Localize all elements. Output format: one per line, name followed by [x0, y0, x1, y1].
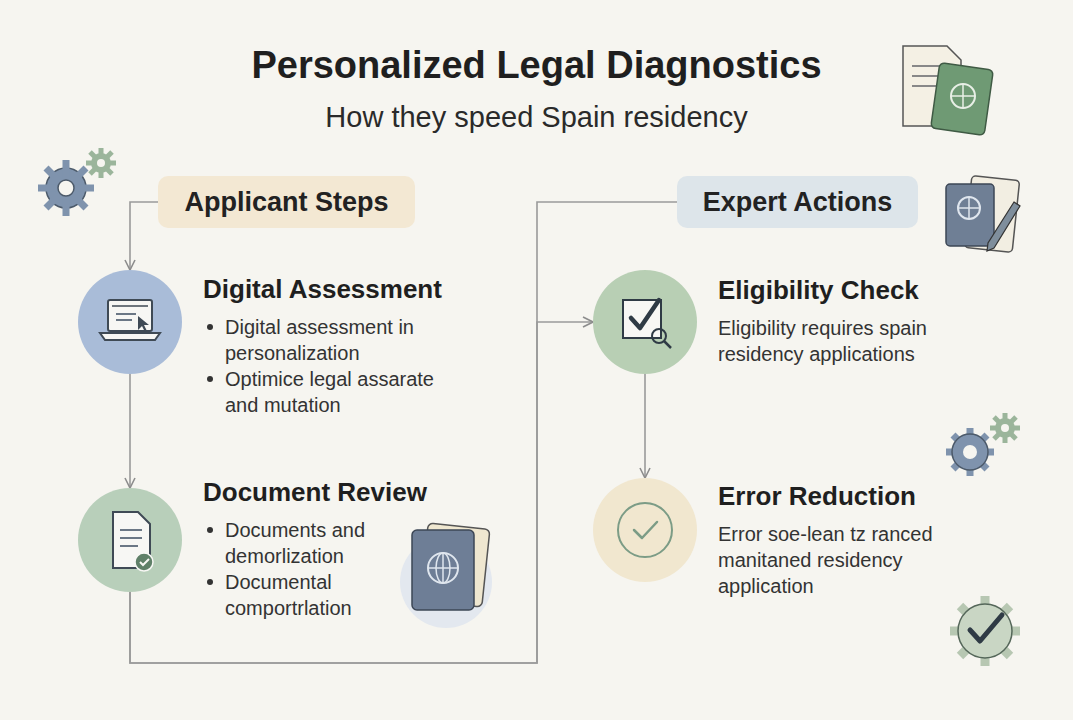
flow-connector: [130, 202, 158, 270]
document-icon: [903, 46, 993, 135]
section-heading: Applicant Steps: [184, 187, 388, 218]
gear-icon: [86, 148, 116, 178]
diagram-title: Personalized Legal Diagnostics: [0, 44, 1073, 87]
bullet-item: Digital assessment in personalization: [203, 314, 468, 366]
step-circle: [593, 478, 697, 582]
step-heading: Error Reduction: [718, 481, 968, 512]
step-circle: [78, 270, 182, 374]
step-heading: Digital Assessment: [203, 274, 468, 305]
step-heading: Eligibility Check: [718, 275, 963, 306]
section-label: Expert Actions: [677, 176, 918, 228]
bullet-text: Documental comportrlation: [225, 571, 352, 619]
bullet-text: Digital assessment in personalization: [225, 316, 414, 364]
passport-icon: [400, 523, 492, 628]
step-node: Error ReductionError soe-lean tz ranced …: [593, 478, 993, 582]
step-node: Digital AssessmentDigital assessment in …: [78, 270, 478, 374]
bullet-item: Documental comportrlation: [203, 569, 433, 621]
step-description: Eligibility requires spain residency app…: [718, 315, 963, 367]
flow-connector: [129, 374, 131, 488]
section-label: Applicant Steps: [158, 176, 415, 228]
gear-check-icon: [950, 596, 1020, 666]
step-text: Document ReviewDocuments and demorlizati…: [203, 477, 433, 621]
bullet-item: Optimice legal assarate and mutation: [203, 366, 468, 418]
step-circle: [593, 270, 697, 374]
bullet-text: Optimice legal assarate and mutation: [225, 368, 434, 416]
gear-icon: [946, 428, 994, 476]
step-circle: [78, 488, 182, 592]
step-node: Eligibility CheckEligibility requires sp…: [593, 270, 993, 374]
step-text: Digital AssessmentDigital assessment in …: [203, 274, 468, 418]
flow-connector: [130, 322, 593, 663]
diagram-subtitle: How they speed Spain residency: [0, 101, 1073, 134]
bullet-item: Documents and demorlization: [203, 517, 433, 569]
step-heading: Document Review: [203, 477, 433, 508]
gear-icon: [990, 413, 1020, 443]
flow-connector: [130, 202, 677, 663]
passport-icon: [946, 176, 1020, 253]
bullet-dot: [207, 579, 213, 585]
step-text: Error ReductionError soe-lean tz ranced …: [718, 481, 968, 599]
bullet-dot: [207, 376, 213, 382]
bullet-dot: [207, 324, 213, 330]
step-node: Document ReviewDocuments and demorlizati…: [78, 488, 408, 592]
section-heading: Expert Actions: [703, 187, 893, 218]
bullet-dot: [207, 527, 213, 533]
gear-icon: [38, 160, 94, 216]
bullet-text: Documents and demorlization: [225, 519, 365, 567]
step-text: Eligibility CheckEligibility requires sp…: [718, 275, 963, 367]
flow-connector: [644, 374, 646, 478]
step-description: Error soe-lean tz ranced manitaned resid…: [718, 521, 968, 599]
